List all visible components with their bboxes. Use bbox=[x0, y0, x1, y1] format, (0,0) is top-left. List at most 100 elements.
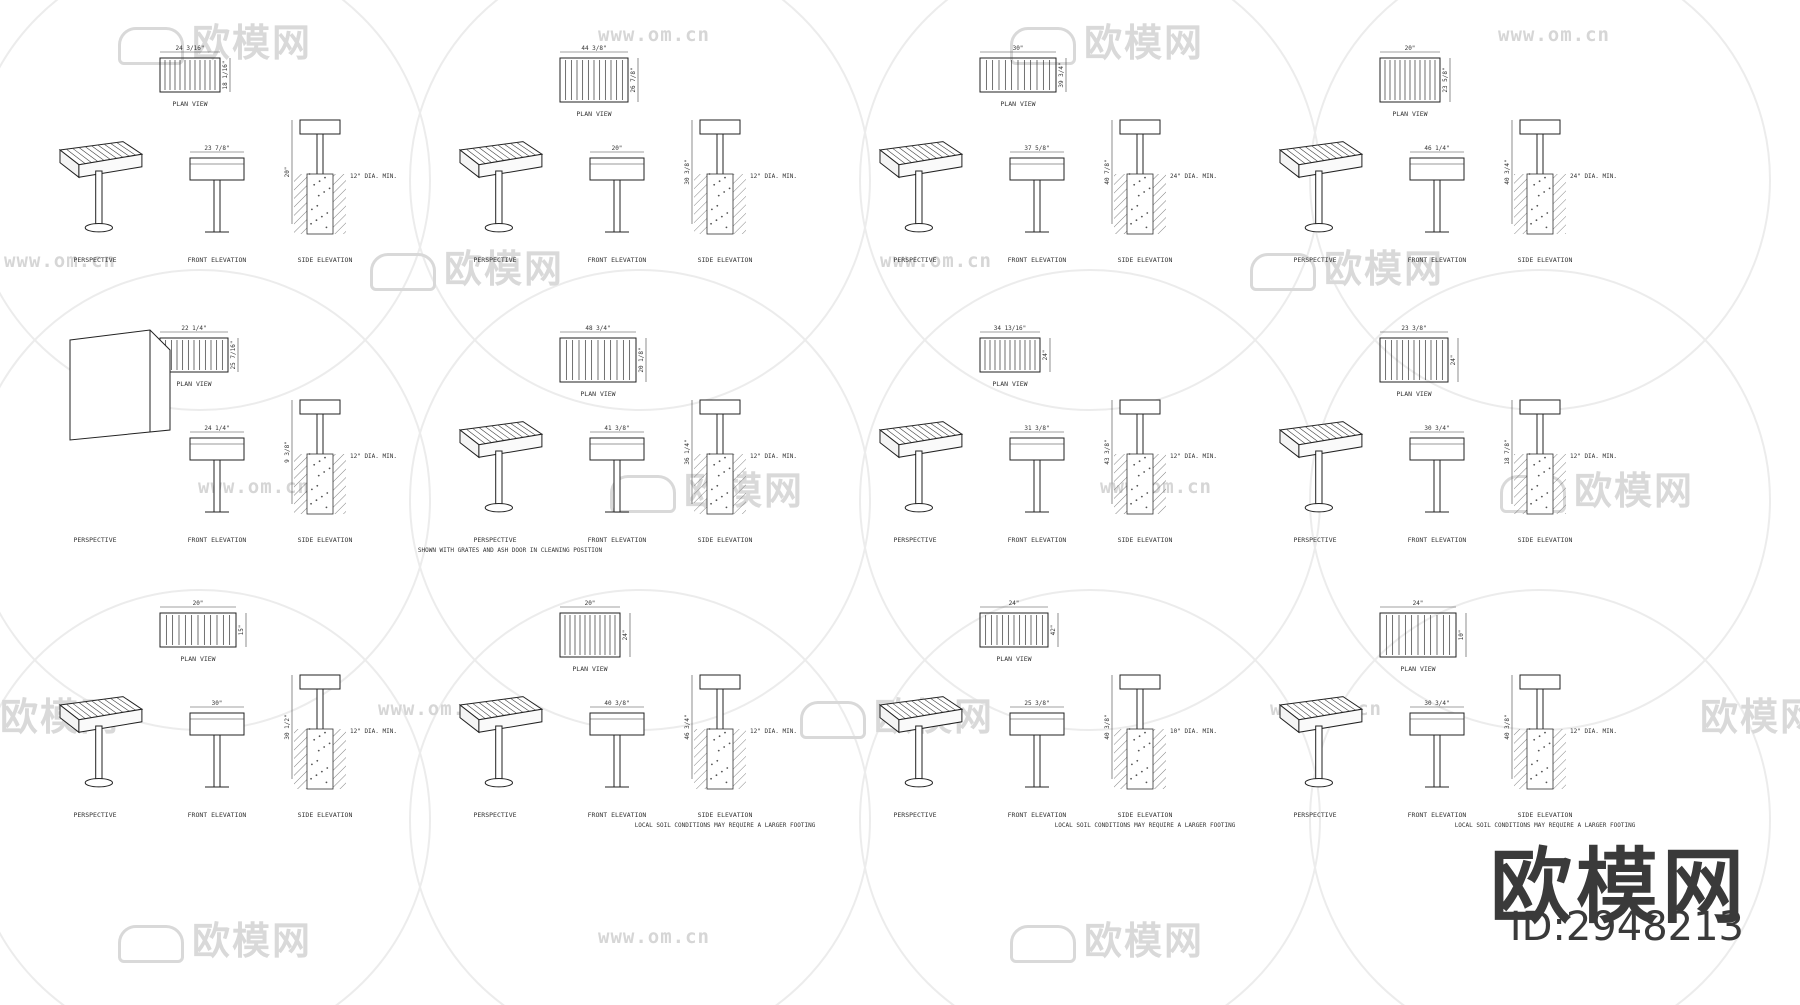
aggregate-dot bbox=[1530, 208, 1533, 211]
grate-bar bbox=[898, 702, 918, 717]
aggregate-dot bbox=[1146, 492, 1149, 494]
grate-bar bbox=[466, 148, 486, 164]
aggregate-dot bbox=[1537, 749, 1540, 752]
aggregate-dot bbox=[316, 484, 319, 487]
aggregate-dot bbox=[1536, 484, 1539, 487]
grate-frame bbox=[979, 612, 1049, 648]
aggregate-dot bbox=[320, 495, 323, 498]
aggregate-dot bbox=[1538, 735, 1541, 738]
aggregate-dot bbox=[323, 471, 326, 473]
aggregate-dot bbox=[715, 219, 718, 222]
dimension-label: 30 3/4" bbox=[1424, 425, 1449, 432]
aggregate-dot bbox=[1146, 212, 1149, 214]
aggregate-dot bbox=[326, 767, 329, 769]
aggregate-dot bbox=[1533, 738, 1536, 741]
aggregate-dot bbox=[1144, 456, 1146, 459]
aggregate-dot bbox=[717, 194, 720, 197]
dimension-label: 20" bbox=[585, 600, 596, 607]
aggregate-dot bbox=[1530, 763, 1533, 766]
front-elevation-label: FRONT ELEVATION bbox=[1008, 256, 1067, 264]
aggregate-dot bbox=[1143, 471, 1146, 473]
aggregate-dot bbox=[1533, 183, 1536, 186]
aggregate-dot bbox=[716, 484, 719, 487]
dimension-label: 34 13/16" bbox=[994, 325, 1027, 332]
concrete-footing bbox=[706, 173, 734, 235]
grill-front bbox=[478, 708, 543, 733]
grill-front bbox=[478, 433, 543, 458]
aggregate-dot bbox=[1140, 215, 1143, 218]
dimension-label: 48 3/4" bbox=[585, 325, 610, 332]
grill-box-side bbox=[699, 674, 741, 690]
plan-view-label: PLAN VIEW bbox=[176, 380, 211, 388]
grate-bar bbox=[91, 145, 111, 160]
grate-bar bbox=[917, 424, 937, 439]
aggregate-dot bbox=[313, 463, 316, 466]
grill-box-side bbox=[699, 119, 741, 135]
grill-post bbox=[915, 170, 923, 227]
aggregate-dot bbox=[713, 183, 716, 186]
side-elevation-label: SIDE ELEVATION bbox=[1118, 536, 1173, 544]
watermark-url: www.om.cn bbox=[880, 250, 992, 272]
dimension-label: 36 1/4" bbox=[684, 439, 691, 464]
aggregate-dot bbox=[308, 173, 311, 175]
grate-bar bbox=[923, 423, 944, 438]
grill-post bbox=[1033, 734, 1041, 788]
grate-bar bbox=[503, 423, 524, 438]
dimension-label: 18 7/8" bbox=[1504, 439, 1511, 464]
grate-bar bbox=[72, 148, 92, 163]
grate-bar bbox=[898, 147, 918, 162]
grate-bar bbox=[78, 147, 98, 162]
aggregate-dot bbox=[1148, 467, 1151, 470]
aggregate-dot bbox=[1540, 215, 1543, 218]
dimension-label: 43 3/8" bbox=[1104, 439, 1111, 464]
grill-box-side bbox=[699, 399, 741, 415]
concrete-footing bbox=[306, 453, 334, 515]
dimension-label: 24" bbox=[1450, 355, 1457, 366]
front-elevation-label: FRONT ELEVATION bbox=[188, 536, 247, 544]
aggregate-dot bbox=[1543, 191, 1546, 193]
aggregate-dot bbox=[1546, 767, 1549, 769]
aggregate-dot bbox=[1136, 759, 1139, 762]
aggregate-dot bbox=[1140, 770, 1143, 773]
dimension-label: 41 3/8" bbox=[604, 425, 629, 432]
grate-bar bbox=[1330, 143, 1350, 157]
aggregate-dot bbox=[1146, 767, 1149, 769]
grate-bar bbox=[1298, 702, 1318, 717]
aggregate-dot bbox=[724, 456, 726, 459]
plan-view-label: PLAN VIEW bbox=[1000, 100, 1035, 108]
aggregate-dot bbox=[1148, 742, 1151, 745]
aggregate-dot bbox=[325, 781, 328, 784]
dimension-label: 9 3/8" bbox=[284, 441, 291, 463]
grill-box-side bbox=[1519, 119, 1561, 135]
grate-bar bbox=[66, 148, 86, 164]
grill-box-side bbox=[1119, 674, 1161, 690]
grill-box-side bbox=[1119, 399, 1161, 415]
grate-bar bbox=[97, 144, 117, 159]
aggregate-dot bbox=[1133, 183, 1136, 186]
aggregate-dot bbox=[1533, 463, 1536, 466]
grate-bar bbox=[66, 703, 86, 719]
aggregate-dot bbox=[1133, 738, 1136, 741]
aggregate-dot bbox=[1143, 191, 1146, 193]
footing-diameter-label: 12" DIA. MIN. bbox=[750, 173, 797, 180]
plan-view-label: PLAN VIEW bbox=[1400, 665, 1435, 673]
side-elevation-label: SIDE ELEVATION bbox=[298, 256, 353, 264]
aggregate-dot bbox=[315, 219, 318, 222]
grate-bar bbox=[466, 428, 486, 444]
aggregate-dot bbox=[328, 742, 331, 745]
aggregate-dot bbox=[1135, 499, 1138, 502]
grate-bar bbox=[103, 698, 124, 713]
aggregate-dot bbox=[1145, 506, 1148, 509]
grate-bar bbox=[110, 698, 130, 712]
aggregate-dot bbox=[317, 749, 320, 752]
aggregate-dot bbox=[725, 226, 728, 229]
footing-diameter-label: 12" DIA. MIN. bbox=[750, 453, 797, 460]
aggregate-dot bbox=[1128, 728, 1131, 730]
dimension-label: 24 3/16" bbox=[176, 45, 205, 52]
aggregate-dot bbox=[326, 492, 329, 494]
grate-bar bbox=[905, 701, 925, 716]
